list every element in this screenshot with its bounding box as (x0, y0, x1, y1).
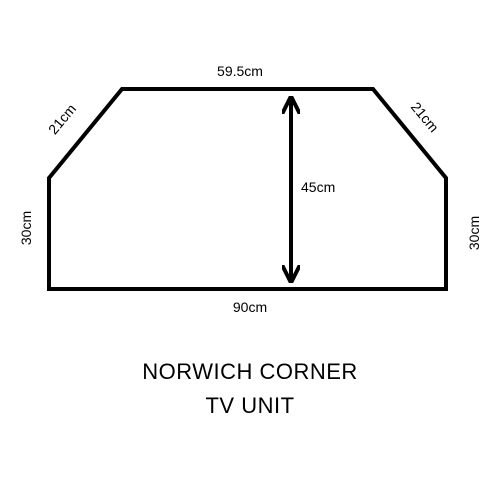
right-side-dimension-label: 30cm (466, 216, 482, 250)
top-dimension-label: 59.5cm (217, 63, 263, 79)
unit-outline (47, 87, 448, 291)
upper-left-dimension-label: 21cm (45, 101, 79, 138)
upper-right-dimension-label: 21cm (408, 99, 442, 136)
left-side-dimension-label: 30cm (18, 211, 34, 245)
depth-dimension-label: 45cm (301, 179, 335, 195)
product-title-line-1: NORWICH CORNER (142, 359, 358, 384)
bottom-dimension-label: 90cm (233, 299, 267, 315)
product-title-line-2: TV UNIT (205, 393, 295, 418)
